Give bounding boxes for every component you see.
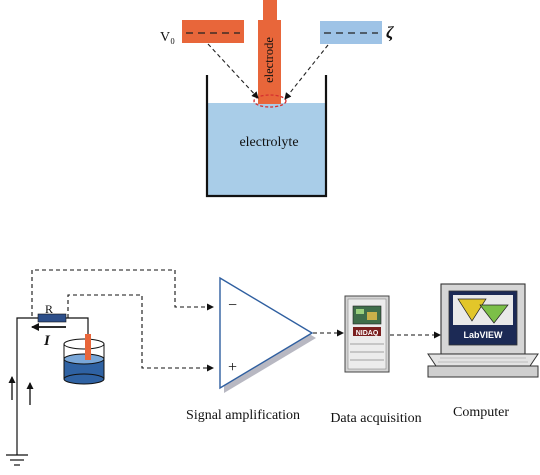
current-label: I <box>43 333 51 349</box>
interface-highlight <box>253 94 287 108</box>
daq-device-icon <box>344 295 390 373</box>
screen-label: LabVIEW <box>463 330 503 340</box>
electrode-top-stub <box>263 0 277 22</box>
amplifier-icon <box>219 276 316 393</box>
daq-label: NIDAQ <box>356 330 379 337</box>
resistor <box>37 313 67 323</box>
signal-chain-diagram: R I − + <box>6 269 539 466</box>
minus-label: − <box>228 297 237 314</box>
ground-wire <box>16 317 38 455</box>
zeta-pointer-arrow <box>284 44 329 100</box>
v0-label: V₀ <box>160 30 175 45</box>
zeta-label: ζ <box>386 23 394 42</box>
acquisition-caption: Data acquisition <box>330 411 421 426</box>
electrochemical-cell <box>63 334 105 385</box>
computer-icon <box>427 283 539 378</box>
resistor-to-cell-wire <box>66 317 89 346</box>
computer-caption: Computer <box>453 405 509 420</box>
v0-box <box>182 20 244 43</box>
cell-electrode <box>85 334 91 360</box>
ground-icon <box>6 454 28 466</box>
electrolyte <box>207 103 325 195</box>
electrolyte-label: electrolyte <box>239 135 298 150</box>
inverting-input-wire <box>31 269 214 316</box>
electrode-interface-diagram: V₀ ζ electrolyte electrode <box>160 0 394 198</box>
beaker <box>205 75 328 198</box>
v0-pointer-arrow <box>207 43 259 99</box>
plus-label: + <box>228 359 237 376</box>
amplification-caption: Signal amplification <box>186 408 300 423</box>
electrode-label: electrode <box>262 37 276 83</box>
electrode-body <box>258 20 281 104</box>
noninverting-input-wire <box>67 294 214 372</box>
resistor-label: R <box>45 302 53 316</box>
